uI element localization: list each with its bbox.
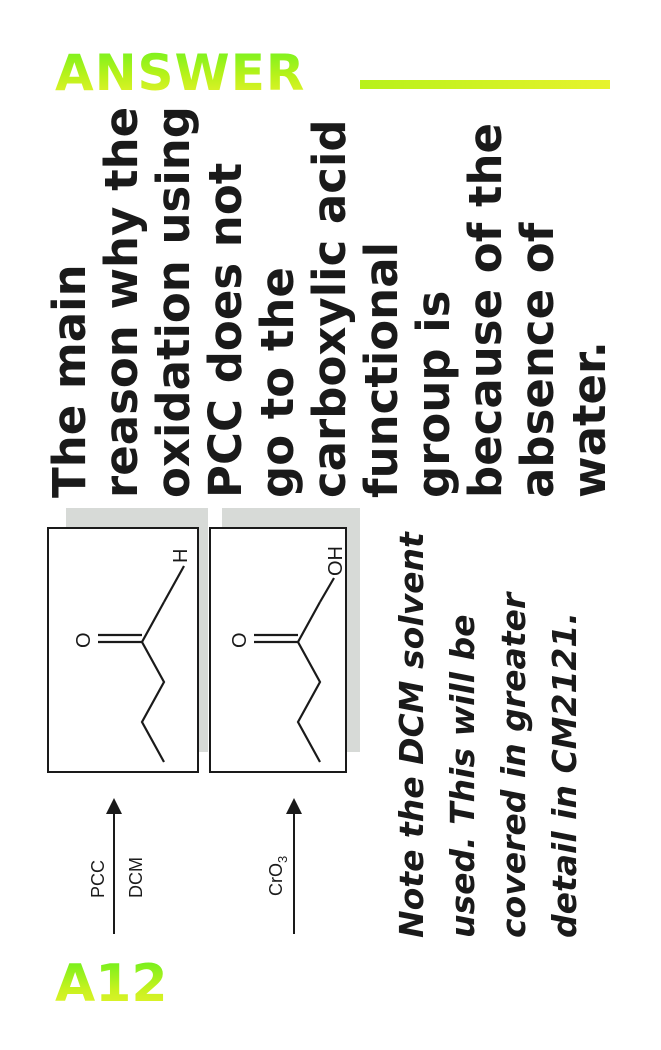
heading-underline — [360, 80, 610, 89]
rotated-content: The main reason why the oxidation using … — [43, 88, 616, 948]
answer-text: The main reason why the oxidation using … — [43, 106, 616, 498]
butanoic-acid-structure — [254, 577, 335, 763]
reaction-pcc: PCC DCM O H — [47, 508, 208, 934]
reaction-cro3: CrO3 O OH — [209, 508, 360, 934]
answer-heading: ANSWER — [55, 44, 306, 102]
reagent-dcm: DCM — [126, 857, 146, 898]
aldehyde-oxygen: O — [73, 632, 95, 648]
note-text: Note the DCM solvent used. This will be … — [392, 532, 584, 938]
aldehyde-hydrogen: H — [170, 549, 192, 563]
product-box — [209, 527, 347, 773]
acid-carbonyl-oxygen: O — [229, 632, 251, 648]
product-box — [47, 527, 199, 773]
reaction-scheme: PCC DCM O H CrO3 — [47, 508, 360, 934]
reagent-cro3: CrO3 — [266, 856, 290, 896]
reagent-pcc: PCC — [88, 860, 108, 898]
arrow-head — [286, 798, 302, 814]
butanal-structure — [98, 565, 185, 763]
acid-hydroxyl: OH — [325, 546, 347, 576]
arrow-head — [106, 798, 122, 814]
card-number-label: A12 — [55, 954, 168, 1014]
